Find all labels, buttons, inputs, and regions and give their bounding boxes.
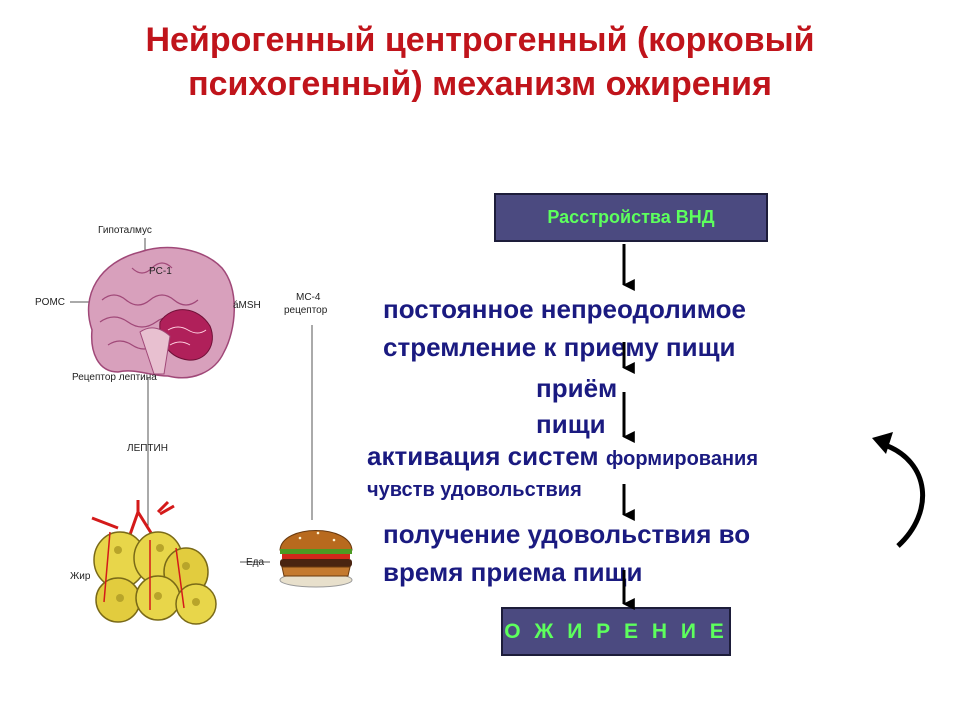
step-pleasure-line1: получение удовольствия во (383, 519, 751, 549)
label-hypothalamus: Гипоталмус (98, 225, 152, 236)
box-vnd-disorders: Расстройства ВНД (494, 193, 768, 242)
box-obesity: О Ж И Р Е Н И Е (501, 607, 731, 656)
step-activation-line1: активация систем формирования (367, 440, 758, 475)
step-pleasure-line2: время приема пищи (383, 557, 643, 587)
brain-image (87, 246, 235, 379)
page-title: Нейрогенный центрогенный (корковый психо… (0, 18, 960, 106)
step-food-intake: приём пищи (536, 370, 617, 442)
step-food-intake-line1: приём (536, 373, 618, 403)
title-line-2: психогенный) механизм ожирения (188, 65, 772, 103)
label-leptin-receptor: Рецептор лептина (72, 372, 157, 383)
title-line-1: Нейрогенный центрогенный (корковый (145, 21, 815, 59)
fat-cells-image (91, 500, 217, 625)
burger-image (279, 530, 353, 588)
step-pleasure: получение удовольствия во время приема п… (383, 515, 750, 591)
step-constant-craving: постоянное непреодолимое стремление к пр… (383, 290, 746, 366)
step-constant-craving-line2: стремление к приему пищи (383, 332, 736, 362)
step-activation-small: формирования (605, 448, 759, 470)
label-food: Еда (246, 557, 265, 568)
label-amsh: áMSH (233, 300, 261, 311)
step-activation-line2: чувств удовольствия (367, 479, 582, 501)
step-food-intake-line2: пищи (536, 409, 606, 439)
label-mc4-line2: рецептор (284, 305, 328, 316)
label-pomc: POMC (35, 297, 65, 308)
label-leptin: ЛЕПТИН (127, 443, 168, 454)
step-activation-big: активация систем (367, 441, 599, 471)
feedback-loop-arrow (872, 432, 926, 548)
label-mc4-line1: MC-4 (296, 292, 321, 303)
label-pc1: PC-1 (149, 266, 172, 277)
step-constant-craving-line1: постоянное непреодолимое (383, 294, 746, 324)
label-fat: Жир (70, 571, 91, 582)
